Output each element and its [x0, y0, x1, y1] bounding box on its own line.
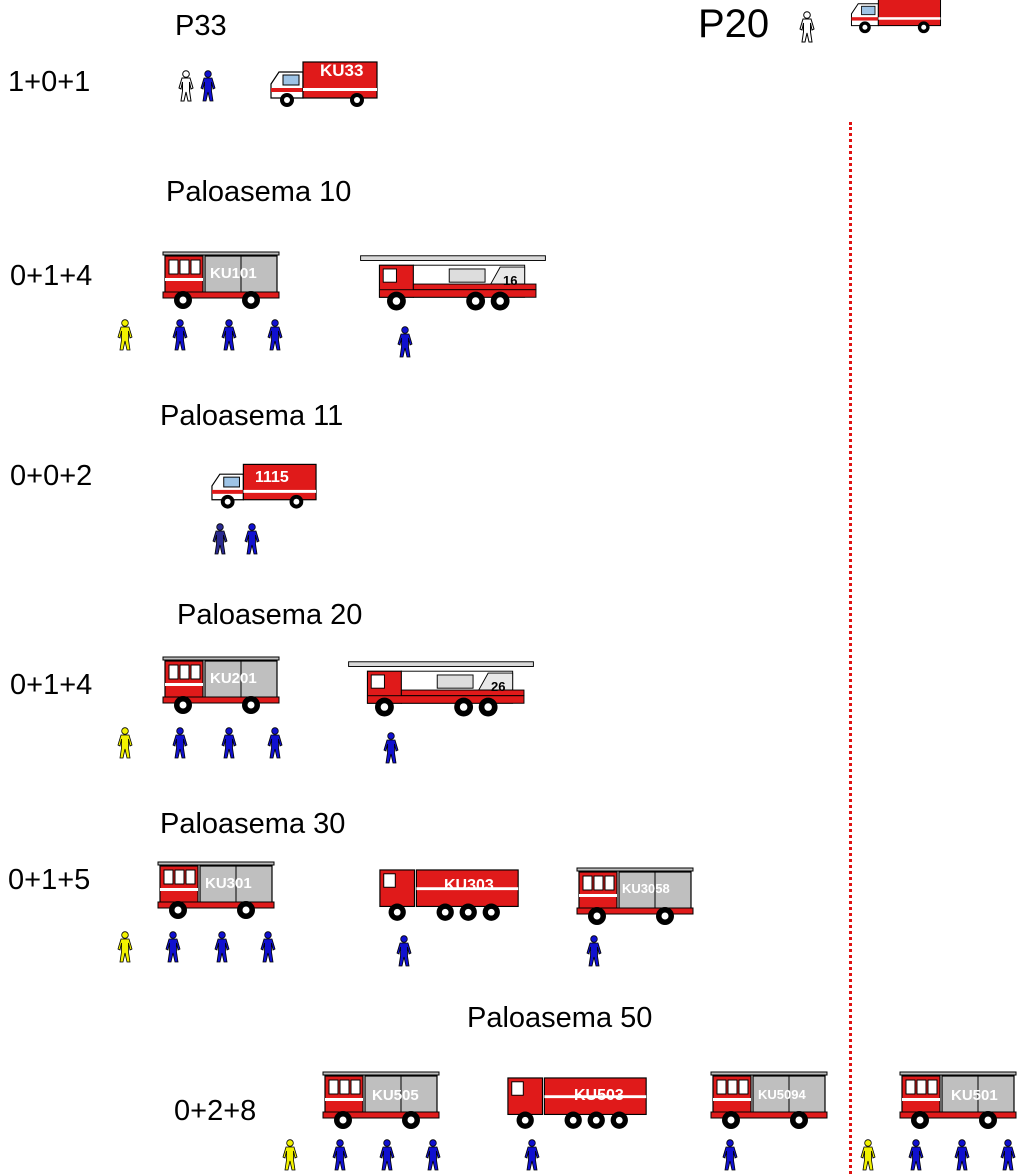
tanker-truck-icon: KU303 — [378, 864, 522, 922]
person-icon — [163, 928, 183, 966]
station-title-50: Paloasema 50 — [467, 1002, 653, 1034]
person-icon — [115, 724, 135, 762]
unit-label: KU503 — [574, 1087, 624, 1104]
unit-label-ku33: KU33 — [320, 61, 364, 80]
unit-label: KU301 — [205, 875, 252, 892]
station-title-20: Paloasema 20 — [177, 599, 363, 631]
fire-engine-icon: KU5094 — [708, 1070, 830, 1130]
person-icon — [170, 724, 190, 762]
station-title-11: Paloasema 11 — [160, 400, 344, 432]
fire-engine-icon: KU3058 — [574, 866, 696, 926]
ambulance-icon — [840, 0, 952, 42]
station-label-p33: P33 — [175, 10, 227, 42]
person-icon — [952, 1136, 972, 1174]
person-icon — [906, 1136, 926, 1174]
person-icon — [423, 1136, 443, 1174]
person-icon — [330, 1136, 350, 1174]
crew-count-50: 0+2+8 — [174, 1095, 257, 1127]
person-icon — [265, 316, 285, 354]
person-icon — [395, 323, 415, 361]
ladder-truck-icon: 26 — [345, 658, 537, 724]
person-icon — [381, 729, 401, 767]
crew-count-p33: 1+0+1 — [8, 66, 91, 98]
person-icon — [394, 932, 414, 970]
person-icon — [198, 67, 218, 105]
station-title-30: Paloasema 30 — [160, 808, 346, 840]
unit-label: 16 — [503, 273, 518, 288]
crew-count-10: 0+1+4 — [10, 260, 93, 292]
person-icon — [258, 928, 278, 966]
crew-count-20: 0+1+4 — [10, 669, 93, 701]
person-icon — [115, 316, 135, 354]
person-icon — [584, 932, 604, 970]
ambulance-icon: 1115 — [210, 460, 318, 510]
tanker-truck-icon: KU503 — [506, 1072, 650, 1130]
person-icon — [720, 1136, 740, 1174]
unit-label: KU501 — [951, 1087, 998, 1104]
unit-label: KU201 — [210, 670, 257, 687]
fire-engine-icon: KU301 — [155, 860, 277, 920]
crew-count-11: 0+0+2 — [10, 460, 93, 492]
fire-engine-icon: KU505 — [320, 1070, 442, 1130]
station-title-10: Paloasema 10 — [166, 176, 352, 208]
person-icon — [210, 520, 230, 558]
person-icon — [377, 1136, 397, 1174]
person-icon — [212, 928, 232, 966]
person-icon — [242, 520, 262, 558]
unit-label: KU303 — [444, 877, 494, 894]
person-icon — [176, 67, 196, 105]
person-icon — [219, 316, 239, 354]
person-icon — [115, 928, 135, 966]
person-icon — [998, 1136, 1018, 1174]
person-icon — [522, 1136, 542, 1174]
person-icon — [797, 10, 817, 44]
person-icon — [280, 1136, 300, 1174]
crew-count-30: 0+1+5 — [8, 864, 91, 896]
unit-label: KU101 — [210, 265, 257, 282]
person-icon — [265, 724, 285, 762]
ladder-truck-icon: 16 — [357, 252, 549, 318]
fire-engine-icon: KU201 — [160, 655, 282, 715]
boundary-divider — [849, 122, 852, 1174]
fire-engine-icon: KU101 — [160, 250, 282, 310]
unit-label: KU5094 — [758, 1087, 806, 1102]
unit-label: 1115 — [255, 469, 289, 486]
person-icon — [219, 724, 239, 762]
person-icon — [858, 1136, 878, 1174]
unit-label: KU505 — [372, 1087, 419, 1104]
station-label-p20: P20 — [698, 2, 770, 46]
ambulance-icon: KU33 — [268, 58, 380, 108]
fire-engine-icon: KU501 — [897, 1070, 1019, 1130]
unit-label: 26 — [491, 679, 506, 694]
person-icon — [170, 316, 190, 354]
unit-label: KU3058 — [622, 881, 670, 896]
